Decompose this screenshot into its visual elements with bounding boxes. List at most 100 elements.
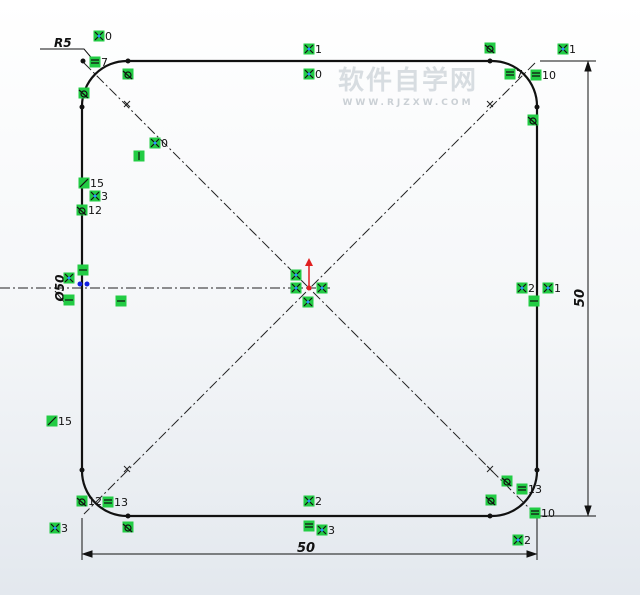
dimension-width[interactable] [81,518,538,560]
relation-label: 3 [101,190,108,203]
relation-label: 3 [328,524,335,537]
relation-label: 2 [524,534,531,547]
relation-label: 12 [88,495,102,508]
coincident-icon [303,297,313,307]
coincident-icon [317,283,327,293]
tangent-relation-badge[interactable] [501,475,513,487]
collinear-relation-badge[interactable]: 15 [46,415,73,428]
coincident-relation-badge[interactable] [290,282,302,294]
relation-label: 15 [90,177,104,190]
equal-relation-badge[interactable]: 10 [529,507,556,520]
tangent-relation-badge[interactable] [122,68,134,80]
construction-lines [0,62,536,515]
equal-relation-badge[interactable]: 13 [516,483,543,496]
coincident-icon [317,525,327,535]
coincident-relation-badge[interactable]: 3 [316,524,336,537]
coincident-icon [291,270,301,280]
coincident-relation-badge[interactable]: 3 [49,522,69,535]
coincident-relation-badge[interactable]: 1 [303,43,323,56]
origin-icon[interactable] [305,258,313,291]
coincident-icon [304,69,314,79]
equal-relation-badge[interactable]: 13 [102,496,129,509]
equal-icon [532,72,540,77]
tangent-icon [484,44,495,54]
tangent-relation-badge[interactable]: 12 [76,495,103,508]
coincident-relation-badge[interactable]: 0 [149,137,169,150]
dimension-height-label[interactable]: 50 [573,289,588,307]
tangent-relation-badge[interactable] [78,87,90,99]
horizontal-relation-badge[interactable] [77,264,89,276]
coincident-icon [291,283,301,293]
tangent-relation-badge[interactable]: 12 [76,204,103,217]
coincident-icon [94,31,104,41]
coincident-icon [64,273,74,283]
diagonal-line-2[interactable] [83,62,536,515]
relation-label: 1 [315,43,322,56]
relation-label: 2 [528,282,535,295]
coincident-relation-badge[interactable]: 1 [542,282,562,295]
coincident-icon [543,283,553,293]
coincident-icon [517,283,527,293]
coincident-relation-badge[interactable]: 2 [303,495,323,508]
equal-icon [91,59,99,64]
relation-label: 2 [315,495,322,508]
relation-label: 10 [541,507,555,520]
relation-label: 13 [114,496,128,509]
coincident-relation-badge[interactable]: 0 [303,68,323,81]
tangent-icon [76,497,87,507]
coincident-icon [558,44,568,54]
tangent-icon [527,116,538,126]
rounded-square-profile[interactable] [80,59,539,518]
coincident-relation-badge[interactable]: 0 [93,30,113,43]
relation-label: 7 [516,68,523,81]
relation-label: 12 [88,204,102,217]
equal-icon [506,71,514,76]
dimension-radius[interactable] [40,48,96,63]
coincident-relation-badge[interactable]: 2 [512,534,532,547]
tangent-relation-badge[interactable] [527,114,539,126]
tangent-relation-badge[interactable] [122,521,134,533]
coincident-relation-badge[interactable]: 3 [89,190,109,203]
equal-relation-badge[interactable] [303,520,315,532]
tangent-icon [122,70,133,80]
tangent-icon [76,206,87,216]
coincident-relation-badge[interactable]: 2 [516,282,536,295]
equal-relation-badge[interactable]: 10 [530,69,557,82]
coincident-relation-badge[interactable] [316,282,328,294]
vertical-relation-badge[interactable] [133,150,145,162]
horizontal-relation-badge[interactable] [528,295,540,307]
horizontal-relation-badge[interactable] [63,294,75,306]
dimension-height[interactable] [540,60,596,517]
coincident-icon [513,535,523,545]
collinear-icon [47,416,57,426]
coincident-icon [90,191,100,201]
relation-label: 1 [554,282,561,295]
tangent-icon [122,523,133,533]
equal-icon [104,499,112,504]
coincident-relation-badge[interactable] [63,272,75,284]
coincident-icon [50,523,60,533]
coincident-relation-badge[interactable]: 1 [557,43,577,56]
tangent-icon [78,89,89,99]
coincident-relation-badge[interactable] [302,296,314,308]
collinear-relation-badge[interactable]: 15 [78,177,105,190]
equal-relation-badge[interactable]: 7 [504,68,524,81]
horizontal-relation-badge[interactable] [115,295,127,307]
dimension-radius-label[interactable]: R5 [54,36,72,50]
relation-label: 0 [105,30,112,43]
coincident-relation-badge[interactable] [290,269,302,281]
relation-label: 13 [528,483,542,496]
construction-points [123,100,494,473]
relation-label: 15 [58,415,72,428]
coincident-icon [304,44,314,54]
relation-label: 0 [315,68,322,81]
tangent-relation-badge[interactable] [485,494,497,506]
equal-relation-badge[interactable]: 7 [89,56,109,69]
tangent-relation-badge[interactable] [484,42,496,54]
relation-label: 10 [542,69,556,82]
diagonal-line-1[interactable] [83,62,536,515]
relation-label: 7 [101,56,108,69]
dimension-width-label[interactable]: 50 [297,541,315,556]
